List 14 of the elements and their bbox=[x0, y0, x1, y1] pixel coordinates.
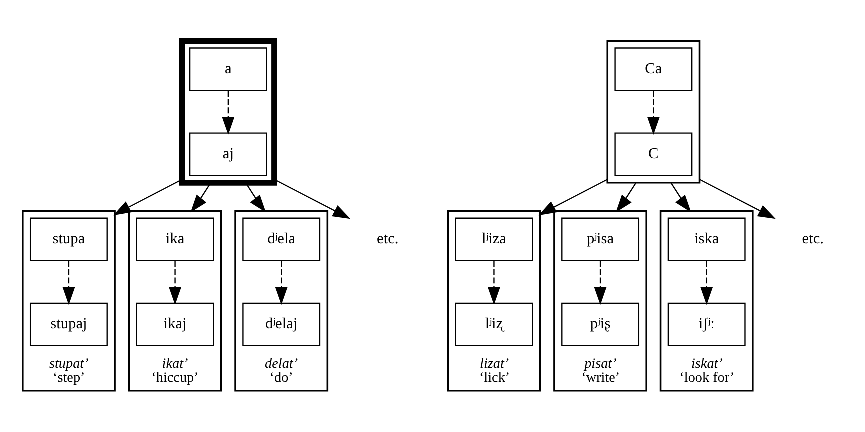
node-label: ikat’ bbox=[162, 356, 188, 372]
node-label: ‘hiccup’ bbox=[152, 370, 199, 386]
node-label: ‘lick’ bbox=[479, 370, 510, 386]
node-text: etc. bbox=[377, 230, 399, 248]
node-label: delat’ bbox=[265, 356, 298, 372]
node-label: pisat’ bbox=[584, 356, 617, 372]
node-label: ‘do’ bbox=[270, 370, 294, 386]
node-label: stupat’ bbox=[49, 356, 89, 372]
node-label: ‘step’ bbox=[53, 370, 86, 386]
node-label: ‘look for’ bbox=[680, 370, 735, 386]
node-label: lizat’ bbox=[480, 356, 510, 372]
node-text: etc. bbox=[802, 230, 824, 248]
node-label: iskat’ bbox=[691, 356, 723, 372]
node-label: ‘write’ bbox=[582, 370, 620, 386]
